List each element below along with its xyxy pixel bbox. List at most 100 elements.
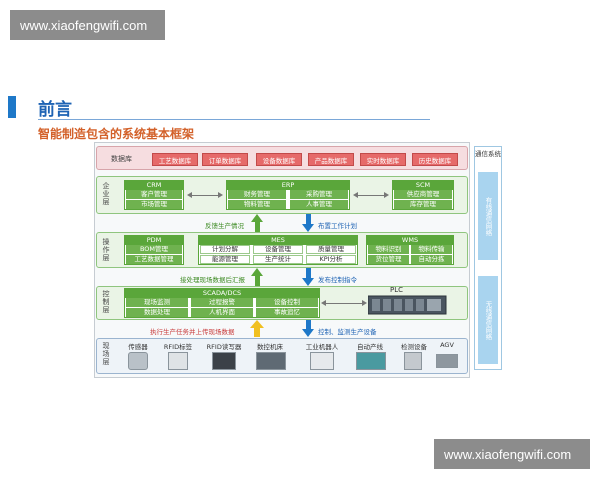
device-label: 自动产线 — [357, 343, 383, 351]
flow2-up-label: 接处理现场数据后汇报 — [180, 276, 245, 284]
database-item: 产品数据库 — [308, 153, 354, 166]
flow1-down-label: 布置工作计划 — [318, 222, 357, 230]
scm-item: 供应商管理 — [394, 190, 452, 199]
wms-item: 物料识别 — [368, 245, 409, 254]
database-item: 工艺数据库 — [152, 153, 198, 166]
flow2-down-label: 发布控制指令 — [318, 276, 357, 284]
flow2-down-shaft — [306, 268, 311, 278]
scada-item: 设备控制 — [256, 298, 318, 307]
watermark-bottom: www.xiaofengwifi.com — [434, 439, 590, 469]
erp-scm-arrow-right — [384, 192, 389, 198]
wired-network-band — [478, 172, 498, 260]
wireless-network-label: 无线通信网络 — [484, 300, 492, 340]
flow1-up-label: 反馈生产情况 — [205, 222, 244, 230]
erp-title: ERP — [227, 181, 349, 190]
mes-item: 计划分解 — [200, 245, 250, 254]
scada-plc-arrow-right — [362, 300, 367, 306]
diagram-subtitle: 智能制造包含的系统基本框架 — [38, 127, 195, 141]
flow1-down-arrow — [302, 224, 314, 232]
device-label: RFID标签 — [163, 343, 193, 351]
pdm-title: PDM — [125, 236, 183, 245]
mes-item: 生产统计 — [253, 255, 303, 264]
erp-scm-arrow-left — [353, 192, 358, 198]
cnc-machine-icon — [256, 352, 286, 370]
plc-label: PLC — [390, 286, 404, 294]
flow3-down-shaft — [306, 320, 311, 329]
crm-erp-arrow-left — [187, 192, 192, 198]
communication-title: 通信系统 — [475, 150, 501, 158]
rfid-reader-icon — [212, 352, 236, 370]
database-item: 实时数据库 — [360, 153, 406, 166]
wms-item: 货位管理 — [368, 255, 409, 264]
scada-item: 现场监测 — [126, 298, 188, 307]
scm-item: 库存管理 — [394, 200, 452, 209]
inspection-device-icon — [404, 352, 422, 370]
field-layer-label: 现场层 — [102, 342, 110, 366]
plc-rack-icon — [368, 295, 447, 315]
database-item: 设备数据库 — [256, 153, 302, 166]
erp-item: 采购管理 — [290, 190, 348, 199]
enterprise-layer-label: 企业层 — [102, 182, 110, 206]
erp-item: 财务管理 — [228, 190, 286, 199]
device-label: 检测设备 — [401, 343, 427, 351]
crm-item: 客户管理 — [126, 190, 182, 199]
sensor-icon — [128, 352, 148, 370]
device-label: RFID读写器 — [206, 343, 242, 351]
flow2-down-arrow — [302, 278, 314, 286]
pdm-item: BOM管理 — [126, 245, 182, 254]
flow2-up-shaft — [255, 276, 260, 286]
rfid-tag-icon — [168, 352, 188, 370]
wms-item: 物料传输 — [411, 245, 452, 254]
mes-item: 设备管理 — [253, 245, 303, 254]
page-title: 前言 — [38, 100, 72, 120]
device-label: 工业机器人 — [305, 343, 339, 351]
wireless-network-band — [478, 276, 498, 364]
database-label: 数据库 — [111, 155, 132, 163]
scada-item: 人机界面 — [191, 308, 253, 317]
scada-item: 过程报警 — [191, 298, 253, 307]
flow1-down-shaft — [306, 214, 311, 224]
flow3-down-arrow — [302, 329, 314, 337]
flow1-up-shaft — [255, 222, 260, 232]
scada-title: SCADA/DCS — [125, 289, 319, 298]
mes-item: KPI分析 — [306, 255, 356, 264]
mes-item: 能源管理 — [200, 255, 250, 264]
flow3-up-label: 执行生产任务并上传现场数据 — [150, 328, 235, 336]
device-label: AGV — [440, 341, 454, 349]
flow3-up-arrow — [250, 320, 264, 328]
pdm-item: 工艺数据管理 — [126, 255, 182, 264]
erp-item: 人事管理 — [290, 200, 348, 209]
industrial-robot-icon — [310, 352, 334, 370]
flow2-up-arrow — [251, 268, 263, 276]
wms-title: WMS — [367, 236, 453, 245]
scada-plc-arrow-left — [321, 300, 326, 306]
flow3-up-shaft — [254, 328, 260, 337]
scada-item: 事故追忆 — [256, 308, 318, 317]
crm-erp-link — [190, 195, 220, 196]
crm-title: CRM — [125, 181, 183, 190]
scada-item: 数据处理 — [126, 308, 188, 317]
database-item: 历史数据库 — [412, 153, 458, 166]
control-layer-label: 控制层 — [102, 290, 110, 314]
crm-erp-arrow-right — [218, 192, 223, 198]
erp-scm-link — [356, 195, 386, 196]
wms-item: 自动分拣 — [411, 255, 452, 264]
device-label: 传感器 — [128, 343, 148, 351]
mes-title: MES — [199, 236, 357, 245]
title-accent-bar — [8, 96, 16, 118]
watermark-top: www.xiaofengwifi.com — [10, 10, 165, 40]
flow1-up-arrow — [251, 214, 263, 222]
scm-title: SCM — [393, 181, 453, 190]
operation-layer-label: 操作层 — [102, 238, 110, 262]
scada-plc-link — [324, 303, 364, 304]
crm-item: 市场管理 — [126, 200, 182, 209]
production-line-icon — [356, 352, 386, 370]
erp-item: 物料管理 — [228, 200, 286, 209]
wired-network-label: 有线通信网络 — [484, 196, 492, 236]
mes-item: 质量管理 — [306, 245, 356, 254]
database-item: 订单数据库 — [202, 153, 248, 166]
agv-icon — [436, 354, 458, 368]
title-underline — [38, 119, 430, 120]
device-label: 数控机床 — [257, 343, 283, 351]
flow3-down-label: 控制、监测生产设备 — [318, 328, 377, 336]
